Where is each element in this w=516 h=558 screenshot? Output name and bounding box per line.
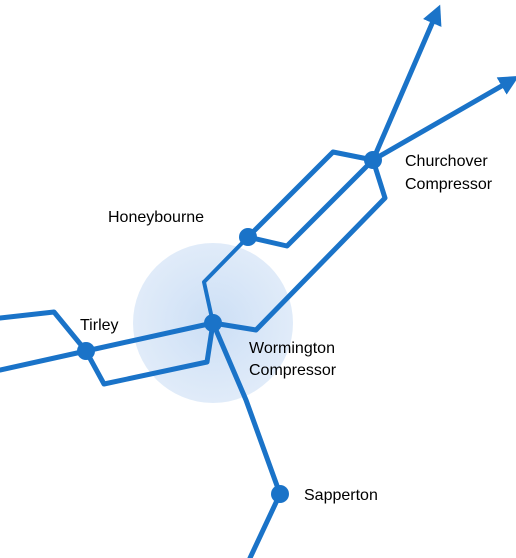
label-churchover-line1: Churchover bbox=[405, 153, 488, 170]
pipeline-sapperton-wormington bbox=[210, 320, 283, 497]
pipeline-sapperton-south bbox=[247, 491, 283, 558]
pipeline-honeybourne-wormington bbox=[202, 235, 250, 325]
pipeline-churchover-wormington bbox=[210, 157, 388, 333]
pipelines bbox=[0, 4, 516, 558]
node-labels: Churchover Compressor Honeybourne Tirley… bbox=[80, 153, 493, 504]
node-wormington[interactable] bbox=[204, 314, 222, 332]
node-churchover[interactable] bbox=[364, 151, 382, 169]
nodes bbox=[77, 151, 382, 503]
label-tirley: Tirley bbox=[80, 317, 119, 334]
pipeline-honeybourne-churchover-upper bbox=[245, 149, 376, 240]
node-tirley[interactable] bbox=[77, 342, 95, 360]
label-wormington-line1: Wormington bbox=[249, 340, 335, 357]
label-churchover-line2: Compressor bbox=[405, 176, 493, 193]
pipeline-tirley-west-upper bbox=[0, 309, 89, 354]
label-wormington-line2: Compressor bbox=[249, 362, 337, 379]
node-sapperton[interactable] bbox=[271, 485, 289, 503]
pipeline-honeybourne-churchover-lower bbox=[245, 157, 376, 249]
node-honeybourne[interactable] bbox=[239, 228, 257, 246]
pipeline-wormington-tirley-lower bbox=[83, 320, 216, 387]
label-honeybourne: Honeybourne bbox=[108, 209, 204, 226]
pipeline-churchover-north-arrow bbox=[370, 4, 442, 163]
label-sapperton: Sapperton bbox=[304, 487, 378, 504]
pipeline-wormington-tirley-upper bbox=[83, 320, 216, 354]
pipeline-tirley-west-lower bbox=[0, 348, 89, 373]
pipeline-churchover-east-arrow bbox=[370, 76, 516, 163]
